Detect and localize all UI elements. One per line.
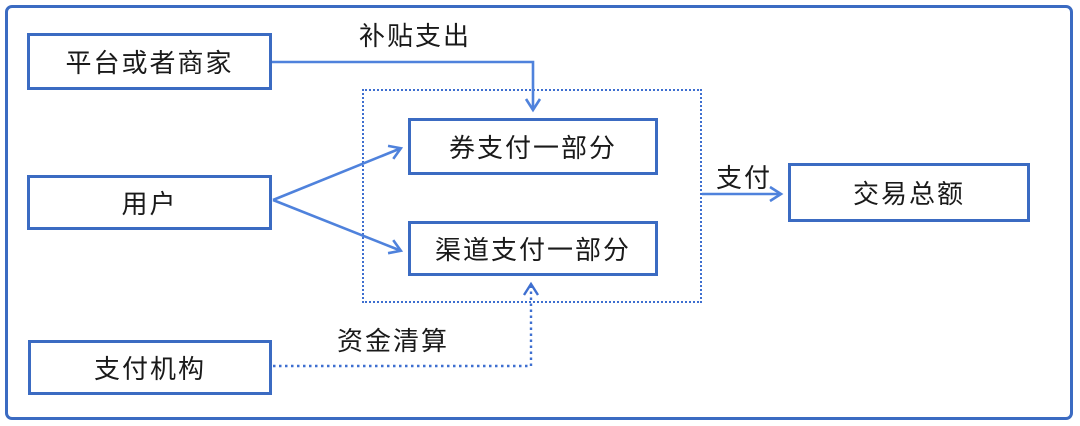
box-voucher-part: 券支付一部分 [408,118,658,175]
box-transaction-total-label: 交易总额 [852,179,965,209]
box-platform-or-merchant: 平台或者商家 [27,33,272,90]
edge-label-settlement: 资金清算 [336,326,449,356]
edge-label-subsidy: 补贴支出 [358,21,471,51]
box-channel-part: 渠道支付一部分 [408,221,658,276]
box-voucher-part-label: 券支付一部分 [448,133,617,163]
box-payment-institution-label: 支付机构 [93,354,206,384]
edge-label-pay: 支付 [715,163,772,193]
box-user: 用户 [27,175,272,230]
box-payment-institution: 支付机构 [28,340,272,395]
box-user-label: 用户 [121,189,178,219]
box-platform-label: 平台或者商家 [65,48,234,78]
outer-border [5,5,1073,420]
box-channel-part-label: 渠道支付一部分 [434,235,631,265]
box-transaction-total: 交易总额 [788,163,1030,222]
